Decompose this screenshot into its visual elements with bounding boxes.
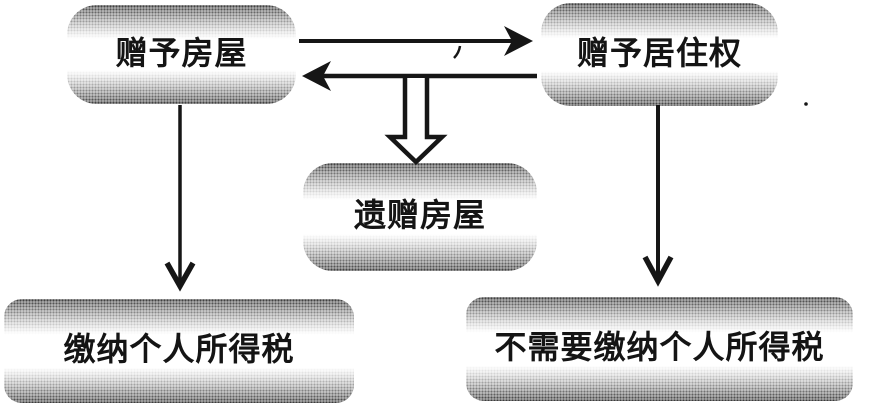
stray-dot <box>804 102 808 106</box>
node-bequeath-house: 遗赠房屋 <box>303 163 537 271</box>
node-gift-residence-right: 赠予居住权 <box>541 3 778 106</box>
arrow-down-residence-to-no-tax-icon <box>642 105 674 287</box>
arrow-left-residence-to-gift-house-icon <box>302 61 537 91</box>
node-no-income-tax: 不需要缴纳个人所得税 <box>466 297 853 401</box>
node-label: 遗赠房屋 <box>353 197 486 233</box>
node-label: 赠予居住权 <box>576 34 742 71</box>
node-label: 缴纳个人所得税 <box>63 331 295 367</box>
arrow-down-gift-house-to-pay-tax-icon <box>164 105 196 292</box>
node-pay-income-tax: 缴纳个人所得税 <box>4 299 354 403</box>
tick-mark <box>453 45 462 59</box>
hollow-arrow-down-to-bequeath-icon <box>384 78 448 166</box>
arrow-right-gift-house-to-residence-icon <box>299 26 533 56</box>
node-label: 赠予房屋 <box>115 34 248 71</box>
node-label: 不需要缴纳个人所得税 <box>494 329 825 365</box>
node-gift-house: 赠予房屋 <box>67 5 296 104</box>
